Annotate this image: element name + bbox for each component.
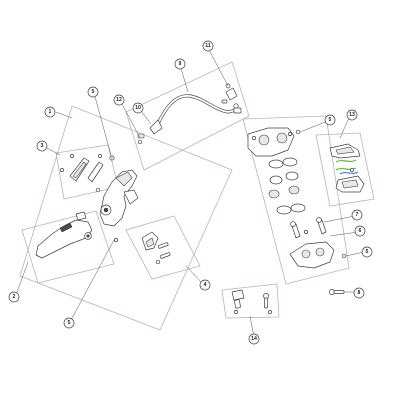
svg-text:8: 8: [358, 290, 361, 296]
callout-14: 14: [248, 333, 260, 345]
svg-text:13: 13: [349, 112, 355, 118]
svg-text:9: 9: [179, 61, 182, 67]
lever-assembly-outline: [19, 105, 233, 331]
callout-4: 4: [199, 279, 211, 291]
callout-5-bleed-screw: 5: [87, 86, 99, 98]
pad-kit-outline: [315, 132, 375, 207]
callout-6: 6: [354, 225, 366, 237]
lever-blade-outline: [21, 210, 115, 284]
bleed-nipple: [295, 129, 301, 135]
blade-pads: [60, 154, 104, 183]
svg-text:5: 5: [68, 320, 71, 326]
bleed-screw: [109, 155, 115, 161]
hose-kit-outline: [125, 61, 250, 171]
leader-lines: [16, 47, 365, 338]
callout-10: 10: [132, 102, 144, 114]
caliper-pistons-seals: [268, 157, 306, 215]
lever-blade: [35, 211, 93, 259]
svg-text:3: 3: [41, 143, 44, 149]
svg-text:14: 14: [251, 336, 257, 342]
callout-9: 9: [174, 58, 186, 70]
callout-11: 11: [202, 40, 214, 52]
svg-text:2: 2: [13, 294, 16, 300]
svg-text:10: 10: [135, 105, 141, 111]
pivot-pin: [95, 187, 101, 193]
hose-fitting-top: [225, 87, 242, 114]
caliper-assembly-outline: [242, 115, 350, 285]
callout-7: 7: [351, 209, 363, 221]
lever-body-reservoir: [115, 171, 133, 187]
callout-8: 8: [353, 287, 365, 299]
callout-3: 3: [36, 140, 48, 152]
callout-2: 2: [8, 291, 20, 303]
svg-text:12: 12: [116, 97, 122, 103]
mounting-bolt: [329, 289, 345, 295]
caliper-half-top: [247, 127, 295, 157]
caliper-bolt-kit-outline: [221, 283, 280, 319]
svg-text:1: 1: [49, 109, 52, 115]
clamp-kit-outline: [125, 215, 201, 280]
brake-pads: [329, 143, 365, 193]
brake-hose: [156, 94, 238, 126]
caliper-bolts: [290, 217, 347, 259]
svg-text:5: 5: [329, 117, 332, 123]
svg-text:5: 5: [366, 249, 369, 255]
callout-13: 13: [346, 109, 358, 121]
svg-text:6: 6: [359, 228, 362, 234]
caliper-half-bottom: [289, 241, 335, 269]
reach-adjust-screw: [114, 238, 118, 242]
callout-12: 12: [113, 94, 125, 106]
svg-text:5: 5: [92, 89, 95, 95]
svg-text:7: 7: [356, 212, 359, 218]
lever-body-clamp: [123, 189, 139, 205]
handlebar-clamp: [141, 231, 171, 265]
caliper-bolt-kit: [231, 289, 272, 314]
callout-5-caliper-bottom: 5: [361, 246, 373, 258]
callout-1: 1: [44, 106, 56, 118]
callout-5-caliper-top: 5: [324, 114, 336, 126]
svg-text:11: 11: [205, 43, 211, 49]
callout-5-lever: 5: [63, 317, 75, 329]
svg-text:4: 4: [204, 282, 207, 288]
lever-pivot-hole: [103, 207, 109, 213]
